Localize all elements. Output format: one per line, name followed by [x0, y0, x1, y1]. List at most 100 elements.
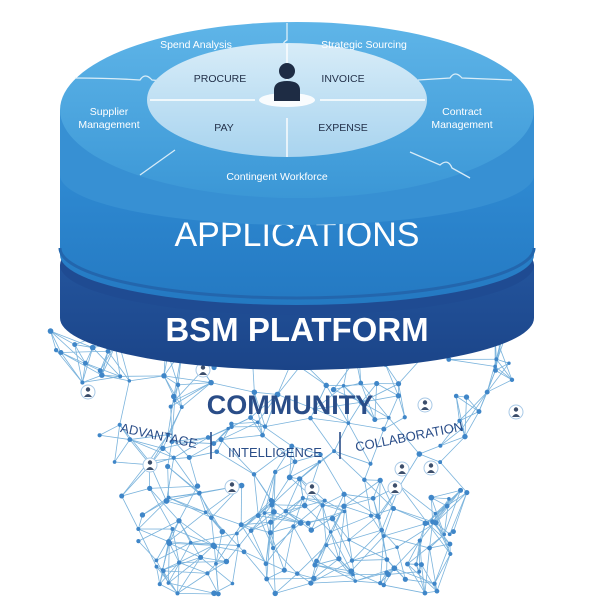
network-link: [432, 521, 451, 545]
network-link: [355, 567, 395, 582]
network-link: [82, 347, 94, 383]
network-node: [484, 389, 490, 395]
network-link: [361, 383, 399, 403]
network-link: [314, 408, 349, 424]
network-link: [138, 528, 169, 542]
network-link: [50, 330, 86, 364]
network-node: [262, 424, 268, 429]
community-network: [47, 327, 524, 597]
network-link: [232, 545, 239, 584]
network-link: [250, 530, 267, 564]
network-link: [310, 417, 335, 452]
network-node: [314, 558, 319, 564]
network-link: [355, 580, 381, 584]
network-link: [459, 391, 488, 422]
network-node: [294, 571, 300, 576]
network-link: [343, 480, 381, 507]
network-node: [112, 460, 117, 464]
network-link: [333, 422, 349, 452]
network-node: [292, 459, 298, 465]
network-link: [220, 439, 255, 475]
network-link: [138, 500, 167, 530]
network-link: [310, 417, 349, 424]
network-link: [398, 383, 406, 418]
network-link: [159, 583, 178, 594]
network-link: [264, 512, 301, 524]
network-link: [310, 580, 356, 584]
network-link: [82, 376, 121, 383]
network-link: [293, 526, 316, 566]
network-node: [197, 491, 202, 496]
network-link: [253, 474, 272, 501]
network-link: [167, 434, 190, 458]
network-link: [394, 567, 435, 585]
network-node: [448, 551, 453, 557]
network-link: [383, 508, 394, 537]
network-node: [168, 404, 173, 409]
network-link: [210, 382, 255, 393]
network-link: [273, 511, 301, 524]
person-avatar-icon: [224, 479, 240, 495]
network-link: [314, 385, 344, 410]
network-link: [419, 453, 441, 463]
network-node: [179, 405, 184, 410]
network-link: [443, 490, 461, 535]
network-link: [361, 402, 376, 420]
network-link: [348, 515, 378, 541]
network-link: [399, 453, 420, 487]
network-node: [272, 590, 278, 597]
network-node: [368, 461, 373, 466]
network-node: [417, 569, 422, 574]
network-link: [85, 362, 121, 377]
network-link: [74, 344, 93, 348]
network-node: [358, 380, 364, 386]
network-node: [308, 527, 315, 533]
network-link: [435, 490, 461, 514]
network-link: [381, 529, 398, 548]
network-link: [274, 445, 293, 473]
network-node: [234, 531, 239, 536]
network-link: [166, 457, 175, 502]
network-link: [299, 461, 320, 480]
network-node: [229, 421, 234, 427]
network-node: [264, 576, 270, 582]
network-node: [99, 372, 105, 378]
network-link: [322, 505, 331, 533]
network-link: [407, 563, 426, 594]
network-link: [200, 545, 214, 558]
network-link: [316, 560, 356, 582]
network-link: [167, 466, 170, 498]
network-link: [171, 400, 176, 442]
network-node: [372, 417, 378, 423]
network-node: [447, 541, 453, 547]
network-link: [60, 352, 103, 376]
network-link: [304, 505, 331, 533]
network-link: [419, 540, 422, 565]
network-link: [163, 375, 175, 397]
network-node: [312, 406, 318, 412]
network-node: [127, 379, 132, 383]
network-link: [385, 364, 399, 384]
network-link: [291, 445, 321, 455]
network-link: [148, 434, 169, 462]
network-link: [344, 493, 374, 499]
network-link: [396, 522, 436, 548]
network-node: [214, 561, 218, 566]
network-node: [267, 530, 273, 536]
network-node: [171, 455, 176, 460]
network-node: [214, 449, 220, 455]
network-node: [53, 347, 59, 353]
network-link: [272, 522, 301, 549]
network-link: [315, 401, 362, 410]
network-link: [360, 382, 376, 420]
network-link: [265, 563, 268, 580]
network-node: [305, 520, 311, 526]
network-link: [101, 374, 121, 377]
network-link: [177, 562, 180, 594]
contract-management-label-2: Management: [431, 119, 492, 131]
network-link: [178, 520, 192, 543]
network-link: [129, 375, 165, 382]
network-link: [314, 385, 327, 410]
network-node: [341, 491, 347, 497]
network-link: [121, 487, 150, 497]
